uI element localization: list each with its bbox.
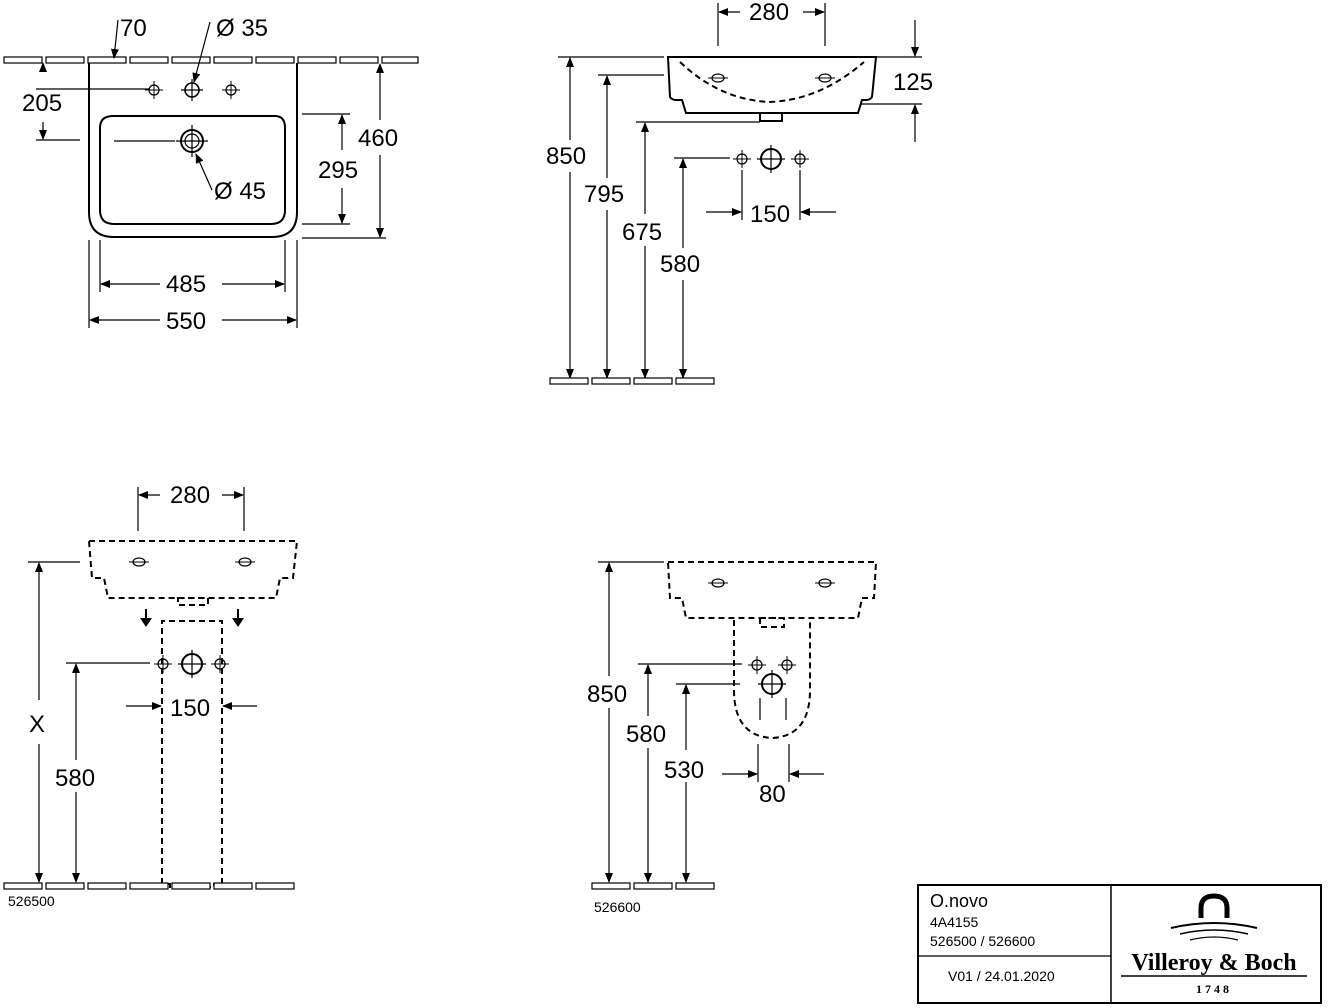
version-date: V01 / 24.01.2020	[948, 968, 1055, 984]
outlet-icon	[178, 650, 206, 678]
title-block: O.novo 4A4155 526500 / 526600 V01 / 24.0…	[917, 884, 1322, 1004]
dim-580: 580	[55, 765, 95, 792]
dim-70: 70	[120, 15, 147, 42]
product-name: O.novo	[930, 891, 988, 911]
dim-tap-hole-diameter: Ø 35	[216, 15, 268, 42]
dim-485: 485	[166, 271, 206, 298]
floor-line	[591, 882, 715, 890]
dim-295: 295	[318, 157, 358, 184]
top-view: 70 Ø 35 205 Ø 45 295 460 485 550	[3, 15, 419, 335]
svg-text:1748: 1748	[1196, 982, 1232, 996]
basin-front-outline	[666, 56, 878, 114]
dim-280: 280	[170, 482, 210, 509]
article-number: 4A4155	[930, 914, 978, 930]
tap-hole-icon	[181, 79, 203, 101]
dim-125: 125	[893, 69, 933, 96]
dim-drain-diameter: Ø 45	[214, 178, 266, 205]
dim-795: 795	[584, 181, 624, 208]
dim-150: 150	[170, 695, 210, 722]
dim-280: 280	[749, 0, 789, 26]
dim-580: 580	[660, 251, 700, 278]
basin-dashed-outline	[666, 561, 878, 619]
drain-icon	[176, 125, 208, 157]
dim-550: 550	[166, 308, 206, 335]
dim-850: 850	[587, 681, 627, 708]
basin-dashed-outline	[87, 540, 299, 599]
dim-580: 580	[626, 721, 666, 748]
semi-pedestal-view: 80 850 580 530 526600	[587, 561, 878, 915]
outlet-icon	[757, 145, 785, 173]
article-code: 526600	[594, 899, 641, 915]
dim-x: X	[29, 711, 45, 738]
down-arrow-icon	[140, 609, 152, 627]
variant-numbers: 526500 / 526600	[930, 933, 1035, 949]
dim-460: 460	[358, 125, 398, 152]
dim-850: 850	[546, 143, 586, 170]
dim-80: 80	[759, 781, 786, 808]
wall-line	[3, 56, 419, 64]
pedestal-view: 280 150 X 580 526500	[3, 482, 299, 909]
down-arrow-icon	[232, 609, 244, 627]
dim-150: 150	[750, 201, 790, 228]
basin-outline	[88, 63, 298, 238]
semi-pedestal	[733, 620, 811, 740]
floor-line	[549, 377, 715, 385]
floor-line	[3, 882, 295, 890]
article-code: 526500	[8, 893, 55, 909]
bowl-outline	[99, 115, 286, 225]
outlet-icon	[758, 670, 786, 698]
svg-text:Villeroy & Boch: Villeroy & Boch	[1131, 950, 1296, 976]
dim-530: 530	[664, 757, 704, 784]
brand-logo: Villeroy & Boch 1748	[1121, 893, 1307, 996]
dim-675: 675	[622, 219, 662, 246]
dim-205: 205	[22, 90, 62, 117]
front-view: 280 125 850 795 675 580	[546, 0, 933, 385]
